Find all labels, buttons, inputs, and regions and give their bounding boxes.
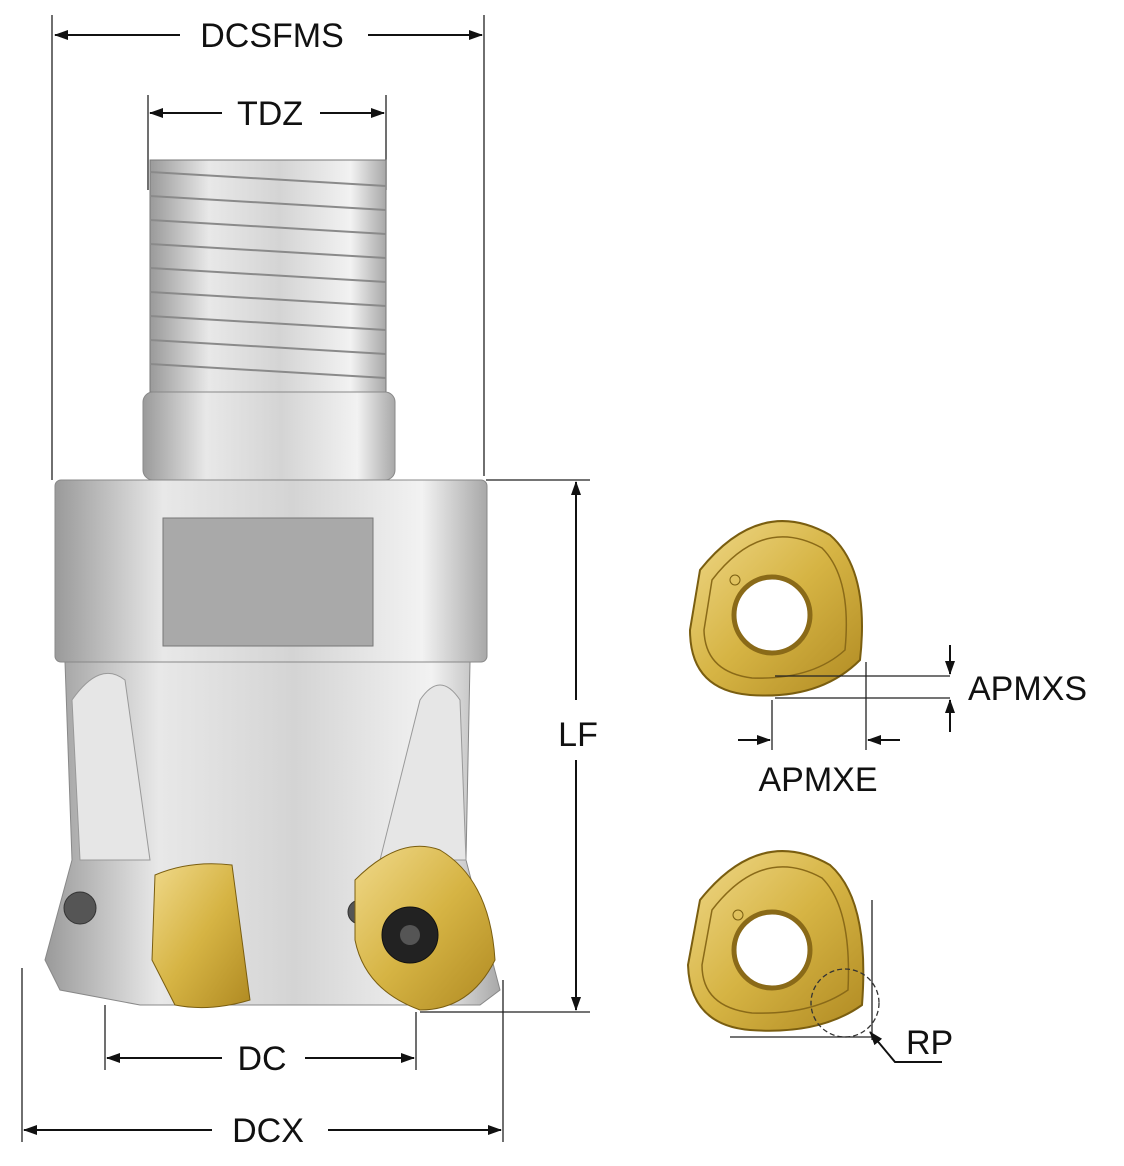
label-rp: RP <box>906 1024 953 1062</box>
dim-dc: DC <box>106 1040 415 1078</box>
dim-lf: LF <box>558 481 598 1011</box>
label-tdz: TDZ <box>237 95 303 133</box>
label-apmxs: APMXS <box>968 670 1087 708</box>
dim-dcx: DCX <box>23 1112 502 1150</box>
label-dcx: DCX <box>232 1112 304 1150</box>
extension-lines <box>21 15 590 1142</box>
thread-ridges <box>149 171 387 379</box>
coolant-hole-icon <box>63 891 97 925</box>
chip-pocket-right <box>379 684 467 861</box>
chip-pocket-left <box>71 672 151 861</box>
label-dc: DC <box>237 1040 286 1078</box>
label-lf: LF <box>558 716 598 754</box>
wrench-flat <box>162 517 374 647</box>
threaded-shank <box>142 159 396 481</box>
cutter-body <box>44 479 501 1011</box>
insert-detail-rp: RP <box>686 850 953 1063</box>
label-apmxe: APMXE <box>758 761 877 799</box>
dim-tdz: TDZ <box>149 95 385 133</box>
insert-detail-apmx: APMXS APMXE <box>688 520 1087 799</box>
insert-side-view <box>151 863 251 1009</box>
dim-dcsfms: DCSFMS <box>54 17 483 55</box>
label-dcsfms: DCSFMS <box>200 17 344 55</box>
